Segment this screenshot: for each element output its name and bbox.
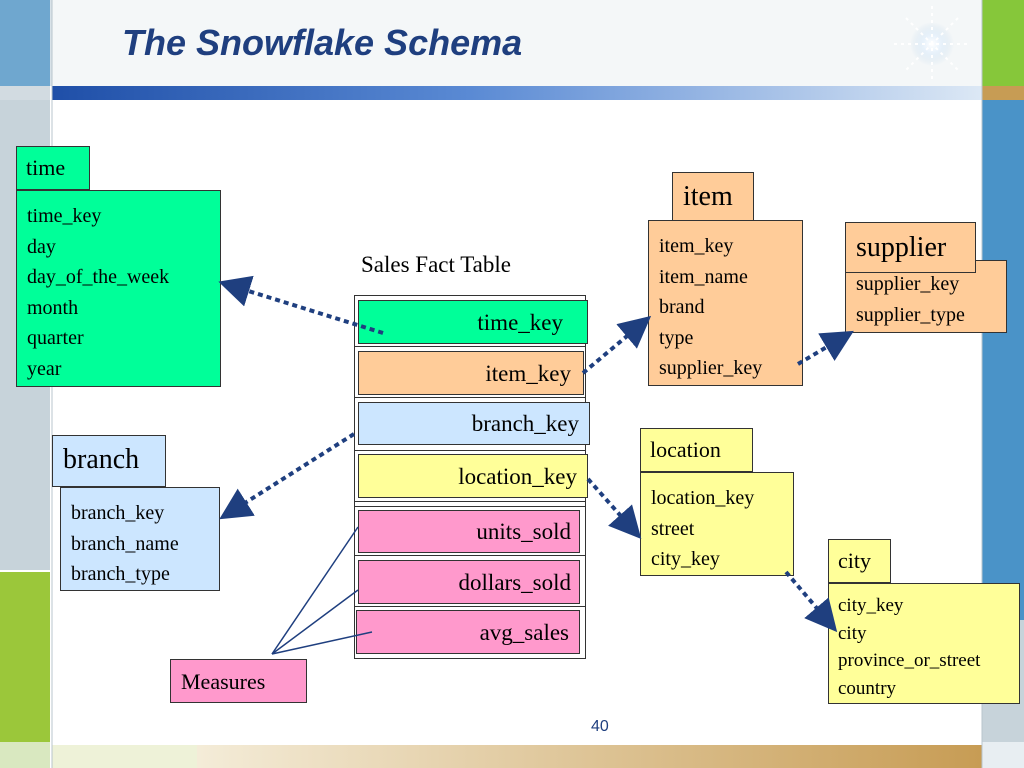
item-table-fields: item_key item_name brand type supplier_k… <box>648 220 803 386</box>
location-table-fields: location_key street city_key <box>640 472 794 576</box>
branch-table-header: branch <box>52 435 166 487</box>
city-field: province_or_street <box>838 650 981 671</box>
page-number: 40 <box>591 718 609 735</box>
supplier-field: supplier_key <box>856 273 960 295</box>
item-table-name: item <box>683 181 733 212</box>
fact-table-title: Sales Fact Table <box>361 252 511 277</box>
branch-field: branch_type <box>71 563 170 585</box>
time-table-header: time <box>16 146 90 190</box>
fact-measure-avg-sales: avg_sales <box>356 610 580 654</box>
slide-title: The Snowflake Schema <box>122 22 523 63</box>
city-table-fields: city_key city province_or_street country <box>828 583 1020 704</box>
branch-table-fields: branch_key branch_name branch_type <box>60 487 220 591</box>
fact-key-item: item_key <box>358 351 584 395</box>
time-field: time_key <box>27 205 102 227</box>
time-table-name: time <box>26 155 66 180</box>
fact-key-time: time_key <box>358 300 588 344</box>
item-field: item_name <box>659 265 748 288</box>
measures-label: Measures <box>170 659 307 703</box>
city-table-header: city <box>828 539 891 583</box>
time-field: quarter <box>27 327 84 349</box>
item-field: type <box>659 326 694 349</box>
fact-key-branch: branch_key <box>358 402 590 445</box>
city-table-name: city <box>838 548 871 573</box>
supplier-field: supplier_type <box>856 303 965 326</box>
location-field: street <box>651 517 695 540</box>
supplier-table-header: supplier <box>845 222 976 273</box>
item-table-header: item <box>672 172 754 222</box>
location-field: location_key <box>651 487 755 509</box>
time-field: month <box>27 296 79 319</box>
item-field: supplier_key <box>659 357 763 379</box>
time-field: day <box>27 235 56 258</box>
city-field: city <box>838 622 867 644</box>
supplier-table-name: supplier <box>856 232 947 263</box>
location-table-name: location <box>650 437 721 462</box>
location-field: city_key <box>651 548 720 570</box>
time-field: day_of_the_week <box>27 266 170 288</box>
time-field: year <box>27 357 62 380</box>
time-table-fields: time_key day day_of_the_week month quart… <box>16 190 221 387</box>
item-field: item_key <box>659 235 734 257</box>
item-field: brand <box>659 296 705 318</box>
measures-label-text: Measures <box>181 669 266 694</box>
location-table-header: location <box>640 428 753 472</box>
branch-table-name: branch <box>63 444 140 475</box>
branch-field: branch_key <box>71 502 165 524</box>
fact-key-location: location_key <box>358 454 588 498</box>
city-field: country <box>838 677 897 699</box>
city-field: city_key <box>838 595 904 616</box>
branch-field: branch_name <box>71 532 179 555</box>
fact-measure-units-sold: units_sold <box>358 510 580 553</box>
fact-measure-dollars-sold: dollars_sold <box>358 560 580 604</box>
